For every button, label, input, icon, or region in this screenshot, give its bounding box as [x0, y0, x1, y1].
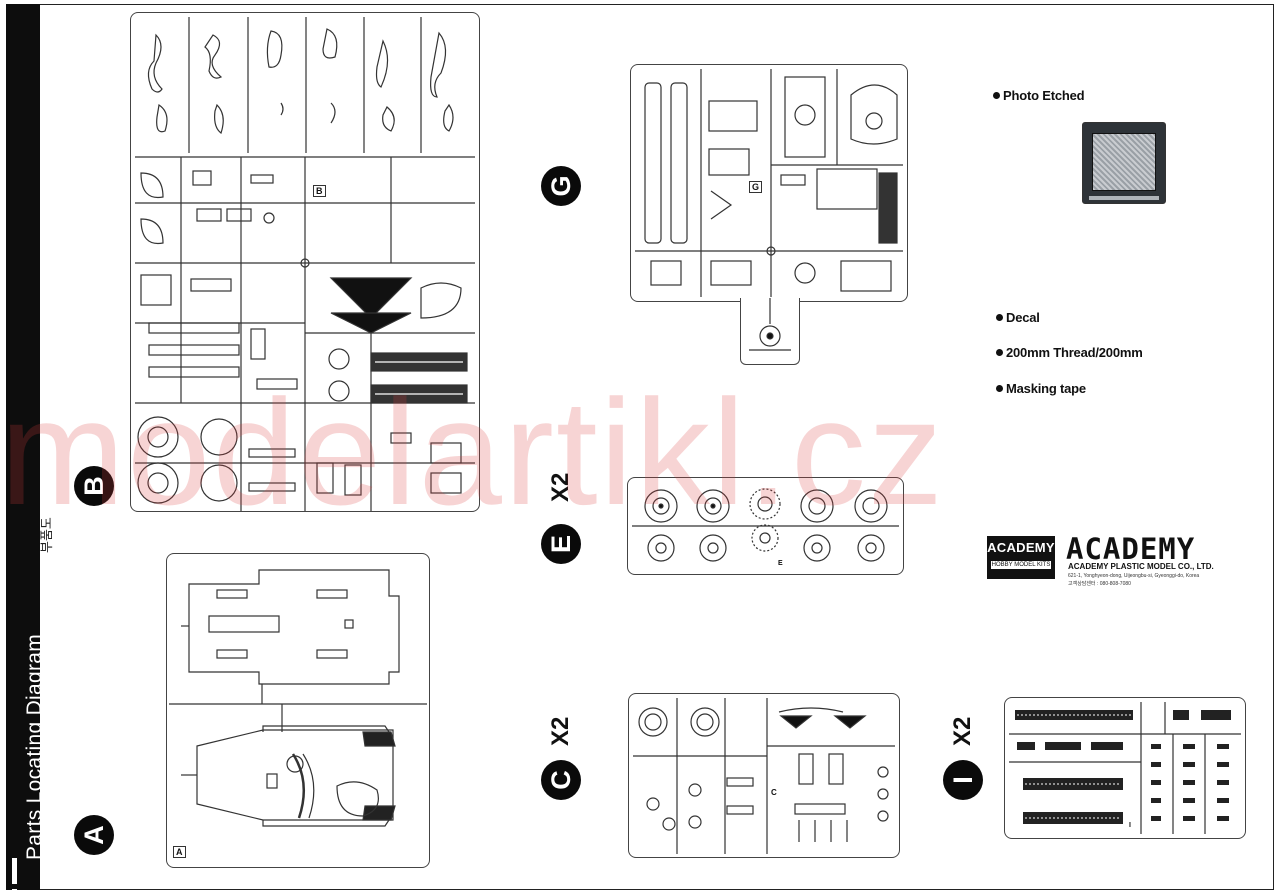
sprue-g-runner [740, 298, 800, 365]
sidebar-bars-icon [12, 858, 26, 896]
sprue-c-drawing [633, 698, 895, 854]
sprue-i-multiplier: X2 [949, 716, 976, 746]
sprue-g-runner-drawing [749, 298, 791, 351]
sprue-g: G [630, 64, 908, 302]
company-tel: 고객상담센터 : 080-808-7080 [1068, 581, 1131, 587]
company-name: ACADEMY PLASTIC MODEL CO., LTD. [1068, 562, 1214, 571]
sprue-b-drawing [135, 17, 475, 511]
sprue-c: C [628, 693, 900, 858]
bullet-icon [993, 92, 1000, 99]
sprue-c-label: C [541, 760, 581, 800]
academy-wordmark: ACADEMY [1066, 532, 1196, 566]
sprue-e-tag: E [778, 560, 783, 567]
accessory-decal: Decal [996, 310, 1040, 325]
sprue-a-tag: A [173, 846, 186, 858]
sprue-i-tag: I [1129, 822, 1131, 829]
accessory-thread: 200mm Thread/200mm [996, 345, 1143, 360]
sprue-i-drawing [1009, 702, 1241, 834]
sprue-e-drawing [632, 488, 899, 562]
sprue-a-drawing [169, 569, 427, 827]
sprue-g-tag: G [749, 181, 763, 193]
sprue-c-tag: C [771, 788, 777, 797]
sprue-e: E [627, 477, 904, 575]
bullet-icon [996, 349, 1003, 356]
sprue-a-label: A [74, 815, 114, 855]
sprue-i: I [1004, 697, 1246, 839]
page-title: Parts Locating Diagram [23, 633, 46, 860]
sprue-b-tag: B [313, 185, 326, 197]
photo-etched-grille [1092, 133, 1156, 191]
sprue-a: A [166, 553, 430, 868]
sprue-i-label: I [943, 760, 983, 800]
sprue-g-label: G [541, 166, 581, 206]
photo-etched-sheet [1082, 122, 1166, 204]
accessory-masking-tape: Masking tape [996, 381, 1086, 396]
photo-etched-strip [1089, 196, 1159, 200]
sidebar [6, 4, 40, 890]
bullet-icon [996, 385, 1003, 392]
sprue-b: B [130, 12, 480, 512]
bullet-icon [996, 314, 1003, 321]
sprue-c-multiplier: X2 [547, 716, 574, 746]
sprue-g-drawing [635, 69, 903, 297]
company-address: 621-1, Yonghyeon-dong, Uijeongbu-si, Gye… [1068, 573, 1200, 579]
accessory-photo-etched: Photo Etched [993, 88, 1085, 103]
academy-box-logo: ACADEMY HOBBY MODEL KITS [987, 536, 1055, 579]
